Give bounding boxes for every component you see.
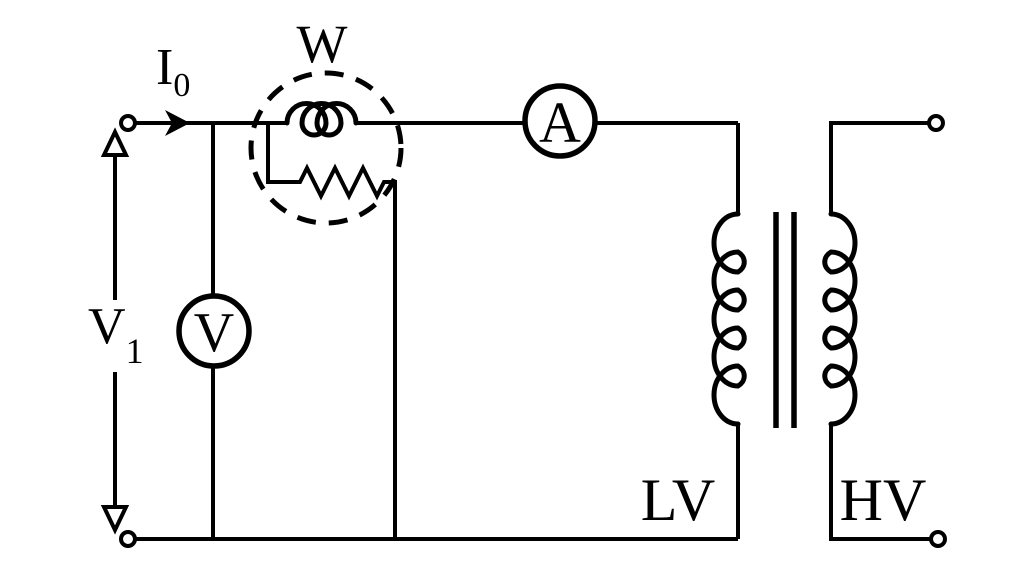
current-direction-arrowhead-icon [165,110,190,136]
wattmeter-label: W [297,14,348,74]
voltmeter-circle [176,293,252,369]
voltmeter-label: V [194,302,234,364]
voltage-symbol: V [88,298,126,355]
current-subscript: 0 [173,67,190,104]
current-label: I0 [156,39,190,104]
current-symbol: I [156,39,173,96]
hv-winding-coil [822,211,858,427]
terminal-hv-top [927,114,945,132]
ammeter-label: A [539,90,581,155]
voltage-label: V1 [88,298,144,371]
hv-top-lead-wire [829,121,929,214]
terminal-input-top [119,114,137,132]
source-voltage-arrowhead-up-icon [100,127,130,157]
wattmeter-voltage-coil-resistor [266,123,397,539]
lv-winding-label: LV [641,467,715,533]
ammeter: A [522,83,598,159]
hv-winding-label: HV [840,467,927,533]
ammeter-circle [522,83,598,159]
wattmeter-boundary-dashed-circle [248,70,404,226]
hv-bottom-lead-wire [829,424,931,541]
terminal-input-bottom [119,530,137,548]
wattmeter-current-coil [284,101,359,138]
lv-winding-coil [711,211,747,427]
voltage-subscript: 1 [126,331,144,371]
terminal-hv-bottom [929,530,947,548]
source-voltage-arrowhead-down-icon [100,505,130,535]
voltmeter: V [176,293,252,369]
